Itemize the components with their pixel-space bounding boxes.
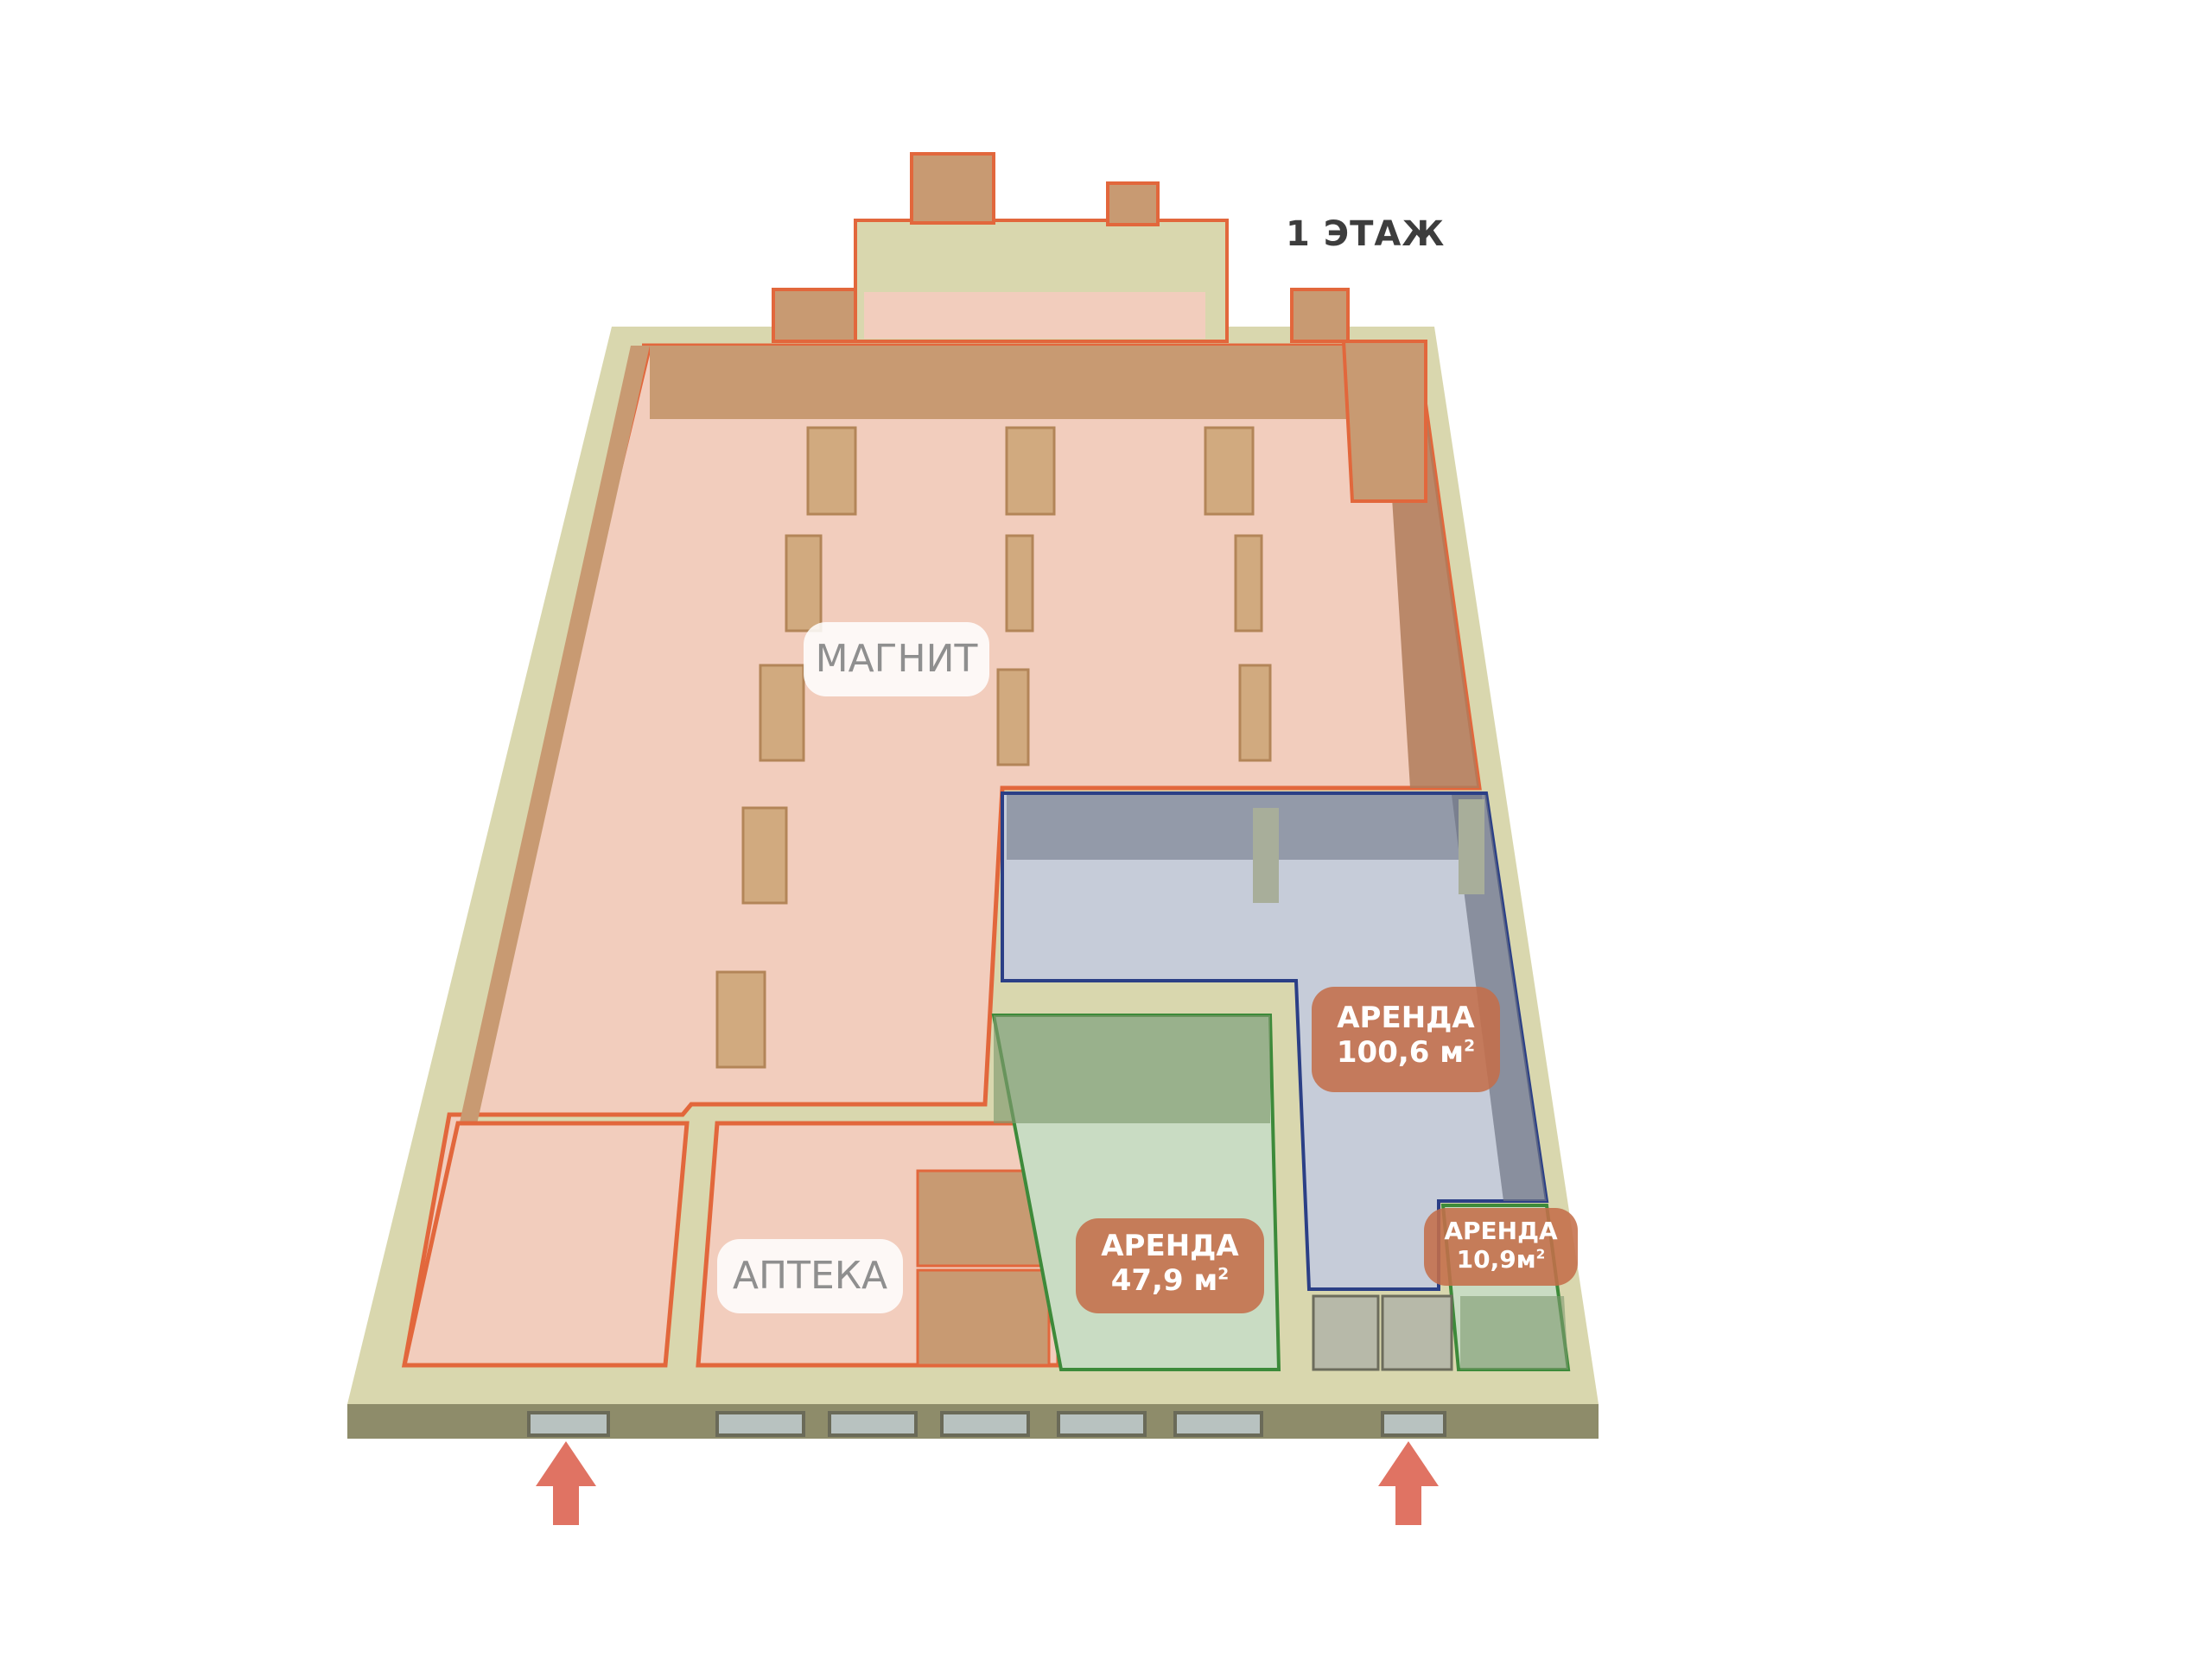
rent-medium-title: АРЕНДА bbox=[1101, 1229, 1239, 1263]
rent-small-area-text: 10,9м2 bbox=[1456, 1245, 1546, 1274]
tenant-apteka-name: АПТЕКА bbox=[732, 1254, 888, 1298]
rent-large-column-1 bbox=[1253, 808, 1279, 903]
rear-annex-right bbox=[1290, 288, 1350, 343]
rent-large-area-text: 100,6 м2 bbox=[1336, 1035, 1476, 1070]
rent-large-right-wall bbox=[1452, 795, 1547, 1201]
rent-large-title: АРЕНДА bbox=[1337, 1001, 1475, 1035]
rent-large-area bbox=[1001, 791, 1549, 1291]
rent-medium-service bbox=[994, 1015, 1270, 1123]
apteka-storage-2 bbox=[916, 1268, 1051, 1367]
utility-room-1 bbox=[1312, 1294, 1380, 1371]
rent-large-tag[interactable]: АРЕНДА 100,6 м2 bbox=[1312, 987, 1500, 1092]
left-lower-room bbox=[401, 1121, 690, 1368]
rent-large-column-2 bbox=[1459, 799, 1484, 894]
rent-medium-tag[interactable]: АРЕНДА 47,9 м2 bbox=[1076, 1218, 1264, 1313]
magnit-left-wall bbox=[406, 346, 650, 1365]
floor-label: 1 ЭТАЖ bbox=[1286, 214, 1446, 254]
entrance-left-arrow-icon bbox=[536, 1441, 596, 1525]
rear-tower-right bbox=[1106, 181, 1160, 226]
rent-medium-area-text: 47,9 м2 bbox=[1110, 1263, 1230, 1298]
tenant-apteka-label: АПТЕКА bbox=[717, 1239, 903, 1313]
tenant-magnit-name: МАГНИТ bbox=[815, 637, 978, 681]
rear-annex-floor bbox=[864, 292, 1205, 339]
rent-small-title: АРЕНДА bbox=[1444, 1217, 1558, 1245]
service-rooms bbox=[1341, 340, 1427, 503]
rent-large-back-wall bbox=[1007, 795, 1482, 860]
magnit-back-wall bbox=[650, 346, 1408, 419]
utility-room-2 bbox=[1381, 1294, 1453, 1371]
magnit-columns bbox=[715, 426, 1272, 1069]
rear-annex-left bbox=[772, 288, 857, 343]
storefront-windows bbox=[527, 1411, 1446, 1437]
entrance-right-arrow-icon bbox=[1378, 1441, 1439, 1525]
tenant-magnit-label: МАГНИТ bbox=[804, 622, 989, 696]
rent-small-tag[interactable]: АРЕНДА 10,9м2 bbox=[1424, 1208, 1578, 1286]
rent-small-front bbox=[1460, 1296, 1568, 1370]
rear-tower-left bbox=[910, 152, 995, 225]
